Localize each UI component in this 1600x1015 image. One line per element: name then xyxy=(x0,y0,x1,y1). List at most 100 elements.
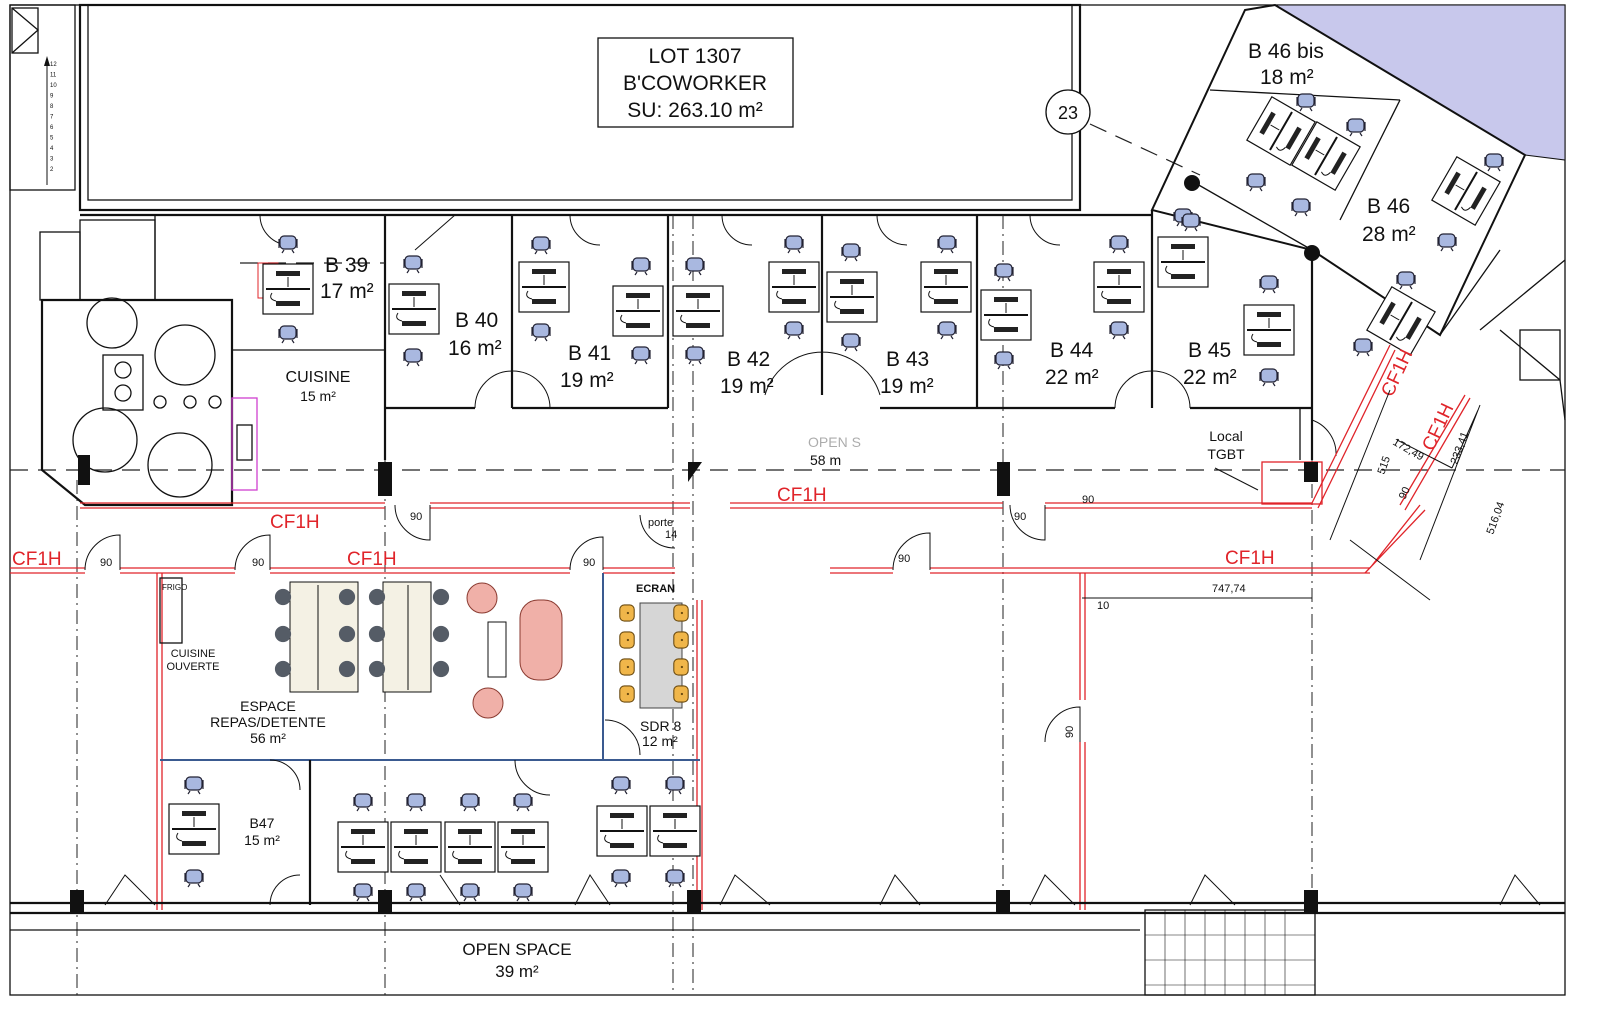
office-chair xyxy=(406,883,426,902)
office-chair xyxy=(994,263,1014,282)
room-b41-name: B 41 xyxy=(568,342,611,365)
room-b39-area: 17 m² xyxy=(320,280,374,303)
stair-step-number: 12 xyxy=(50,62,57,68)
room-b46bis-name: B 46 bis xyxy=(1248,40,1324,63)
desk xyxy=(337,821,389,873)
frigo-label: FRIGO xyxy=(162,583,187,592)
lot-tenant: B'COWORKER xyxy=(623,72,767,95)
office-chair xyxy=(1437,233,1457,252)
office-chair xyxy=(460,883,480,902)
office-chair xyxy=(685,257,705,276)
office-chair xyxy=(403,348,423,367)
room-b46-area: 28 m² xyxy=(1362,223,1416,246)
cuisine-ouverte-line1: CUISINE xyxy=(171,648,216,660)
cf1h-label: CF1H xyxy=(347,549,397,570)
stair-step-number: 6 xyxy=(50,125,54,131)
dining-chair xyxy=(368,625,386,643)
room-b41-area: 19 m² xyxy=(560,369,614,392)
dining-chair xyxy=(338,625,356,643)
open-space-bottom-area: 39 m² xyxy=(495,962,539,981)
meeting-chair xyxy=(673,658,689,676)
grid-bubble: 23 xyxy=(1045,89,1201,176)
office-chair xyxy=(784,321,804,340)
stair-step-number: 4 xyxy=(50,146,54,152)
office-chair xyxy=(1259,368,1279,387)
office-chair xyxy=(1396,271,1416,290)
desk xyxy=(444,821,496,873)
office-chair xyxy=(1353,338,1373,357)
desk xyxy=(826,271,878,323)
lower-rooms xyxy=(104,573,1541,906)
office-chair xyxy=(353,793,373,812)
room-b43-area: 19 m² xyxy=(880,375,934,398)
dining-chair xyxy=(274,660,292,678)
porte-number: 14 xyxy=(665,529,677,541)
dimension-747: 747,74 xyxy=(1212,583,1246,595)
dining-chair xyxy=(274,625,292,643)
office-chair xyxy=(1109,321,1129,340)
office-chair xyxy=(937,321,957,340)
meeting-chair xyxy=(619,685,635,703)
door-width-label: 90 xyxy=(100,557,112,569)
office-chair xyxy=(513,883,533,902)
office-chair xyxy=(531,236,551,255)
room-sdr-area: 12 m² xyxy=(642,733,678,749)
office-chair xyxy=(353,883,373,902)
desk xyxy=(390,821,442,873)
office-chair xyxy=(611,869,631,888)
room-b44-name: B 44 xyxy=(1050,339,1094,362)
desk xyxy=(768,261,820,313)
desk xyxy=(1093,261,1145,313)
desk xyxy=(596,805,648,857)
room-b40-name: B 40 xyxy=(455,309,498,332)
room-sdr-name: SDR 8 xyxy=(640,718,681,734)
room-b47-area: 15 m² xyxy=(244,832,280,848)
stair-step-number: 5 xyxy=(50,136,54,142)
office-chair xyxy=(631,346,651,365)
dining-chair xyxy=(338,660,356,678)
open-space-bottom-name: OPEN SPACE xyxy=(462,940,571,959)
office-chair xyxy=(841,333,861,352)
meeting-chair xyxy=(673,604,689,622)
office-chair xyxy=(1246,173,1266,192)
sanitary-block xyxy=(39,219,258,507)
room-b44-area: 22 m² xyxy=(1045,366,1099,389)
office-chair xyxy=(531,323,551,342)
stair-step-number: 7 xyxy=(50,115,54,121)
desk xyxy=(168,803,220,855)
room-b42-name: B 42 xyxy=(727,348,770,371)
office-chair xyxy=(611,776,631,795)
office-chair xyxy=(184,776,204,795)
door-width-label: 90 xyxy=(1082,494,1094,506)
meeting-chair xyxy=(673,631,689,649)
doors xyxy=(84,504,1081,756)
office-chair xyxy=(1259,275,1279,294)
room-labels: B 39 17 m² B 40 16 m² B 41 19 m² B 42 19… xyxy=(162,40,1416,981)
structural-columns xyxy=(70,455,1318,912)
desk xyxy=(518,261,570,313)
office-row xyxy=(154,210,1337,460)
door-width-label: 90 xyxy=(1064,726,1076,738)
cf1h-label: CF1H xyxy=(1225,548,1275,569)
room-b42-area: 19 m² xyxy=(720,375,774,398)
desk xyxy=(612,285,664,337)
office-chair xyxy=(1291,198,1311,217)
office-chair xyxy=(184,869,204,888)
desk xyxy=(497,821,549,873)
dining-chair xyxy=(368,588,386,606)
room-b46bis-area: 18 m² xyxy=(1260,66,1314,89)
espace-line1: ESPACE xyxy=(240,698,296,714)
office-chair xyxy=(513,793,533,812)
office-chair xyxy=(841,243,861,262)
desk xyxy=(1157,236,1209,288)
office-chair xyxy=(631,257,651,276)
lot-number: LOT 1307 xyxy=(648,45,741,68)
office-chair xyxy=(685,346,705,365)
desk xyxy=(1365,285,1437,357)
meeting-chair xyxy=(619,631,635,649)
office-chair xyxy=(278,325,298,344)
office-chair xyxy=(403,255,423,274)
svg-text:23: 23 xyxy=(1058,103,1078,123)
